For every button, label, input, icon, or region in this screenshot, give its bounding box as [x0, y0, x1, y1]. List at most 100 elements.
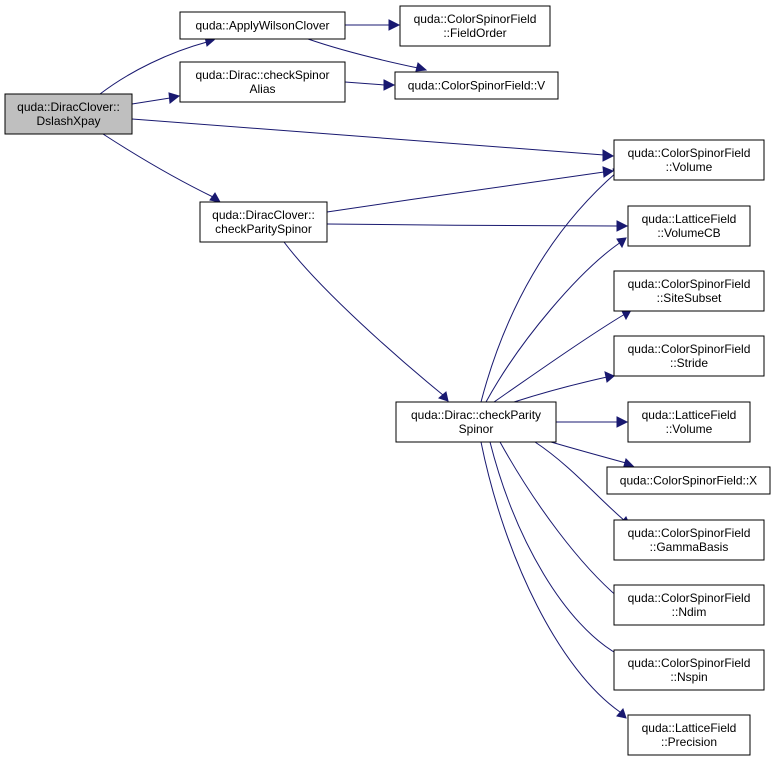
node-label: quda::ColorSpinorField: [414, 12, 537, 26]
node-label: Alias: [249, 82, 275, 96]
node-label: quda::Dirac::checkSpinor: [195, 68, 329, 82]
node-box: [399, 5, 551, 47]
node-lfvolume[interactable]: quda::LatticeField::Volume: [627, 401, 751, 443]
arrowhead-icon: [623, 458, 635, 467]
node-applywc[interactable]: quda::ApplyWilsonClover: [179, 11, 346, 40]
edge-dccps-to-dcps: [283, 241, 449, 402]
node-box: [606, 466, 771, 495]
edge-line: [326, 171, 605, 213]
edge-dslash-to-checkalias: [131, 92, 181, 105]
node-dcps[interactable]: quda::Dirac::checkParitySpinor: [395, 401, 557, 443]
edge-line: [480, 441, 621, 713]
node-label: ::SiteSubset: [657, 291, 722, 305]
node-nspin[interactable]: quda::ColorSpinorField::Nspin: [613, 649, 765, 691]
node-label: quda::LatticeField: [642, 212, 737, 226]
node-label: quda::ColorSpinorField: [628, 656, 751, 670]
edge-line: [489, 441, 620, 656]
arrowhead-icon: [616, 220, 629, 232]
node-box: [395, 401, 557, 443]
node-box: [627, 401, 751, 443]
node-label: quda::ApplyWilsonClover: [195, 19, 329, 33]
node-label: ::GammaBasis: [650, 540, 729, 554]
edge-line: [485, 241, 622, 403]
node-label: quda::ColorSpinorField: [628, 526, 751, 540]
arrowhead-icon: [415, 62, 428, 72]
edge-line: [131, 118, 605, 156]
node-box: [179, 61, 346, 103]
node-label: quda::DiracClover::: [212, 208, 315, 222]
node-label: quda::ColorSpinorField: [628, 277, 751, 291]
node-lfvolumecb[interactable]: quda::LatticeField::VolumeCB: [627, 205, 751, 247]
arrowhead-icon: [438, 391, 449, 402]
node-label: quda::ColorSpinorField: [628, 591, 751, 605]
edge-line: [550, 441, 627, 464]
edge-line: [480, 171, 618, 403]
arrowhead-icon: [616, 708, 627, 719]
node-label: ::VolumeCB: [657, 226, 720, 240]
node-label: quda::ColorSpinorField: [628, 342, 751, 356]
edge-checkalias-to-csfv: [344, 79, 396, 91]
node-label: quda::LatticeField: [642, 408, 737, 422]
arrowhead-icon: [602, 149, 615, 162]
node-label: ::FieldOrder: [443, 26, 506, 40]
edge-line: [493, 313, 626, 403]
arrowhead-icon: [388, 19, 401, 31]
node-label: quda::ColorSpinorField: [628, 146, 751, 160]
node-label: checkParitySpinor: [215, 222, 312, 236]
node-box: [613, 335, 765, 377]
node-precision[interactable]: quda::LatticeField::Precision: [627, 714, 751, 756]
node-label: Spinor: [459, 422, 494, 436]
node-label: quda::Dirac::checkParity: [411, 408, 541, 422]
node-box: [613, 270, 765, 312]
edge-dcps-to-nspin: [489, 441, 626, 662]
node-box: [4, 93, 133, 135]
node-box: [627, 205, 751, 247]
edge-dccps-to-csfvolume: [326, 166, 615, 213]
arrowhead-icon: [168, 92, 181, 104]
arrowhead-icon: [209, 192, 221, 203]
edges-layer: [99, 19, 635, 719]
node-box: [613, 584, 765, 626]
node-label: ::Precision: [661, 735, 717, 749]
node-label: quda::DiracClover::: [17, 100, 120, 114]
node-csfv[interactable]: quda::ColorSpinorField::V: [394, 71, 559, 100]
node-fieldorder[interactable]: quda::ColorSpinorField::FieldOrder: [399, 5, 551, 47]
node-sitesubset[interactable]: quda::ColorSpinorField::SiteSubset: [613, 270, 765, 312]
node-csfx[interactable]: quda::ColorSpinorField::X: [606, 466, 771, 495]
edge-line: [499, 441, 620, 599]
node-box: [199, 201, 328, 243]
edge-line: [534, 441, 626, 522]
arrowhead-icon: [602, 166, 615, 178]
edge-applywc-to-fieldorder: [345, 19, 401, 31]
edge-dcps-to-lfvolume: [555, 416, 629, 428]
node-dslash: quda::DiracClover::DslashXpay: [4, 93, 133, 135]
edge-dcps-to-stride: [513, 371, 615, 403]
node-label: quda::ColorSpinorField::V: [408, 79, 545, 93]
node-box: [613, 649, 765, 691]
edge-line: [307, 38, 419, 69]
node-csfvolume[interactable]: quda::ColorSpinorField::Volume: [613, 139, 765, 181]
edge-line: [131, 97, 171, 105]
edge-line: [344, 81, 386, 86]
node-gammabasis[interactable]: quda::ColorSpinorField::GammaBasis: [613, 519, 765, 561]
edge-line: [102, 133, 214, 198]
node-box: [627, 714, 751, 756]
node-label: ::Volume: [666, 160, 713, 174]
node-stride[interactable]: quda::ColorSpinorField::Stride: [613, 335, 765, 377]
edge-dslash-to-dccps: [102, 133, 221, 203]
edge-dcps-to-ndim: [499, 441, 626, 605]
edge-dcps-to-csfx: [550, 441, 635, 467]
edge-dcps-to-lfvolumecb: [485, 237, 627, 403]
edge-line: [99, 41, 208, 95]
edge-line: [326, 223, 619, 227]
edge-dcps-to-csfvolume: [480, 166, 622, 403]
edge-line: [513, 376, 608, 403]
edge-dslash-to-csfvolume: [131, 118, 615, 162]
node-label: DslashXpay: [36, 114, 100, 128]
arrowhead-icon: [616, 237, 627, 249]
node-ndim[interactable]: quda::ColorSpinorField::Ndim: [613, 584, 765, 626]
node-dccps[interactable]: quda::DiracClover::checkParitySpinor: [199, 201, 328, 243]
arrowhead-icon: [604, 371, 615, 383]
